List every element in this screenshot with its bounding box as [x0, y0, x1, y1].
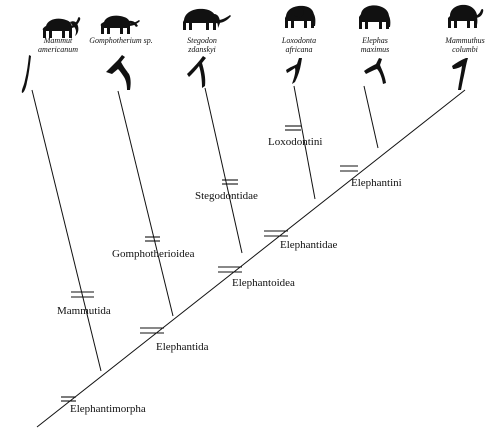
- african-elephant-tusk-icon: [286, 58, 302, 84]
- tree-branches: [31, 85, 466, 428]
- gomphothere-tusk-icon: [106, 55, 131, 90]
- clade-label-elephantimorpha: Elephantimorpha: [70, 403, 146, 415]
- mammoth-icon: [448, 4, 484, 29]
- stegodon-icon: [183, 8, 231, 31]
- tick-elephantini: [340, 165, 358, 172]
- taxon-label-stegodon-2: zdanskyi: [187, 45, 216, 54]
- tick-mammutida: [71, 291, 94, 298]
- tick-elephantimorpha: [61, 396, 76, 402]
- clade-label-elephantini: Elephantini: [351, 177, 402, 189]
- asian-elephant-tusk-icon: [364, 58, 386, 84]
- taxon-label-mammut-2: americanum: [38, 45, 78, 54]
- tick-stegodontidae: [222, 179, 238, 185]
- synapomorphy-marks: [61, 125, 358, 402]
- tick-gomphotherioidea: [145, 236, 160, 242]
- taxon-label-elephas-2: maximus: [361, 45, 389, 54]
- branch-loxodonta: [293, 85, 316, 200]
- backbone-branch: [36, 89, 466, 428]
- taxon-label-stegodon: Stegodon: [187, 36, 217, 45]
- clade-label-gomphotherioidea: Gomphotherioidea: [112, 248, 195, 260]
- mastodon-icon: [42, 17, 81, 38]
- taxon-label-gomphotherium: Gomphotherium sp.: [89, 36, 153, 45]
- asian-elephant-icon: [359, 5, 391, 29]
- clade-label-mammutida: Mammutida: [57, 305, 111, 317]
- taxon-label-loxodonta: Loxodonta: [281, 36, 316, 45]
- taxon-label-mammuthus-2: columbi: [452, 45, 478, 54]
- clade-label-elephantoidea: Elephantoidea: [232, 277, 295, 289]
- clade-label-loxodontini: Loxodontini: [268, 136, 322, 148]
- tick-loxodontini: [285, 125, 301, 131]
- tick-elephantidae: [264, 230, 288, 237]
- branch-stegodon: [204, 87, 243, 254]
- mammoth-tusk-icon: [452, 58, 468, 90]
- gomphothere-icon: [100, 15, 140, 34]
- clade-label-stegodontidae: Stegodontidae: [195, 190, 258, 202]
- tick-elephantida: [140, 327, 164, 334]
- stegodon-tusk-icon: [187, 56, 206, 88]
- african-elephant-icon: [285, 5, 316, 28]
- clade-label-elephantida: Elephantida: [156, 341, 209, 353]
- branch-mammut: [31, 89, 102, 372]
- mastodon-tusk-icon: [21, 55, 31, 93]
- tick-elephantoidea: [218, 266, 242, 273]
- taxon-label-mammut: Mammut: [43, 36, 73, 45]
- clade-label-elephantidae: Elephantidae: [280, 239, 338, 251]
- branch-elephas: [363, 85, 379, 149]
- taxon-label-mammuthus: Mammuthus: [444, 36, 485, 45]
- branch-gomphotherium: [117, 90, 174, 317]
- taxon-label-elephas: Elephas: [361, 36, 388, 45]
- taxon-label-loxodonta-2: africana: [285, 45, 312, 54]
